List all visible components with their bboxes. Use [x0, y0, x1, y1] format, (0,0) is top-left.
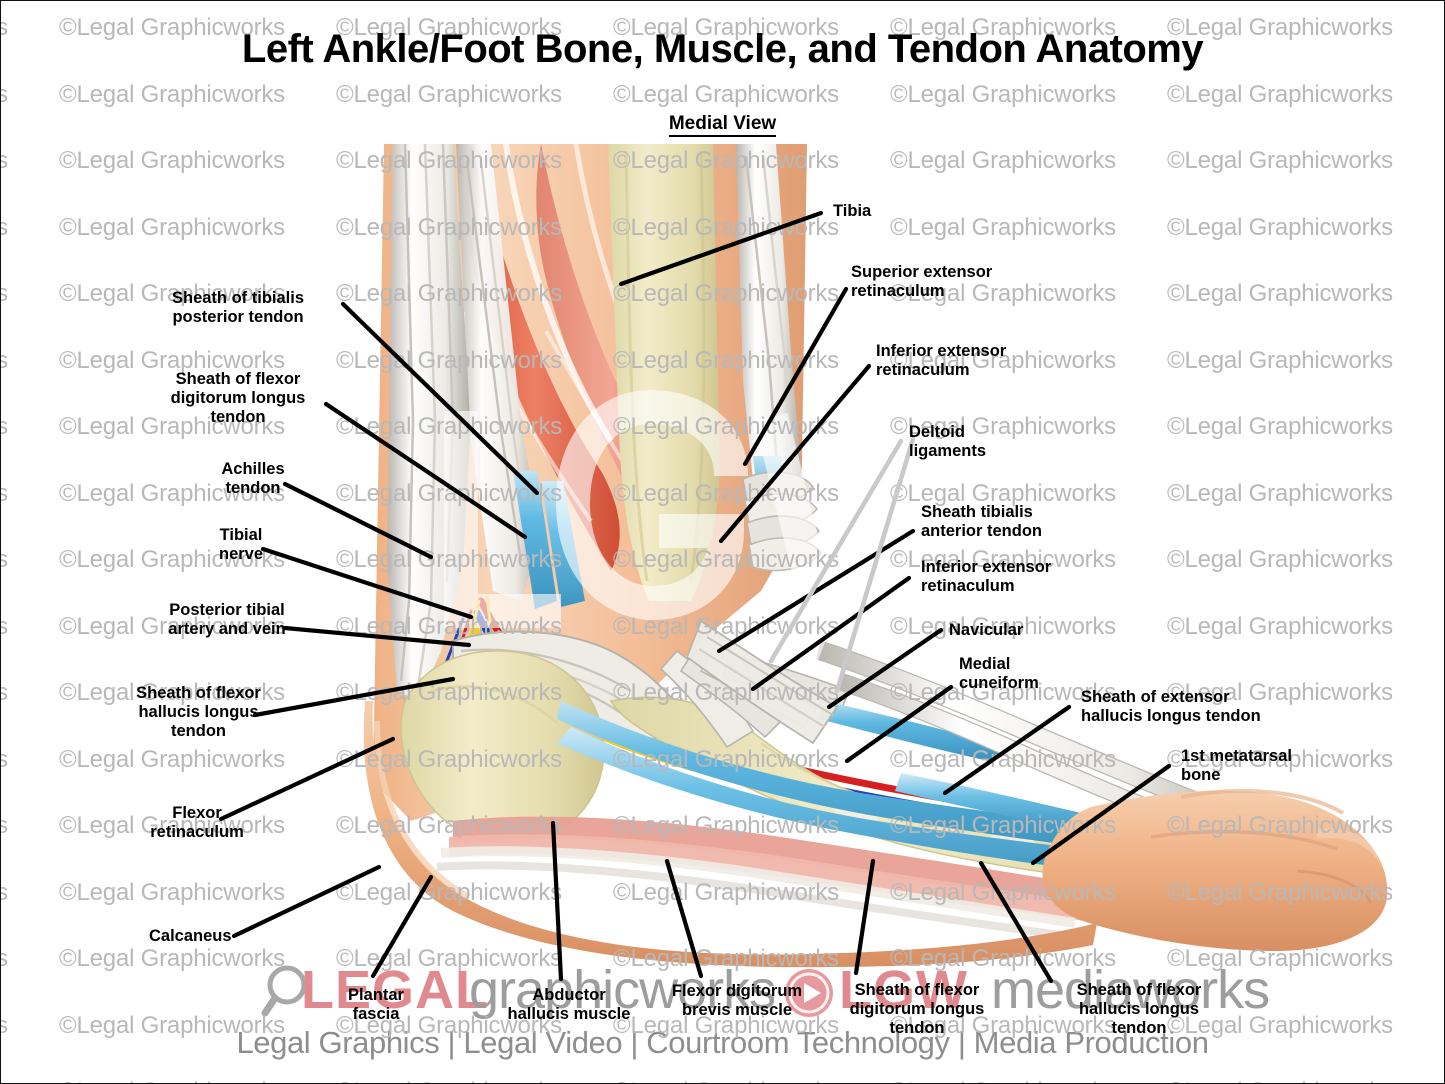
label-sheath-extensor-hallucis-longus-tendon: Sheath of extensor hallucis longus tendo…	[1081, 688, 1261, 725]
label-achilles-tendon: Achilles tendon	[221, 460, 285, 497]
play-circle-icon	[785, 969, 833, 1017]
label-sheath-tibialis-posterior-tendon: Sheath of tibialis posterior tendon	[171, 289, 305, 326]
label-tibial-nerve: Tibial nerve	[218, 526, 264, 563]
label-flexor-retinaculum: Flexor retinaculum	[150, 804, 244, 841]
label-sheath-flexor-hallucis-longus-tendon-bottom: Sheath of flexor hallucis longus tendon	[1076, 981, 1202, 1037]
label-sheath-tibialis-anterior-tendon: Sheath tibialis anterior tendon	[921, 503, 1043, 540]
brand-graphicworks-text: graphicworks	[469, 960, 776, 1020]
label-sheath-flexor-digitorum-longus-tendon-bottom: Sheath of flexor digitorum longus tendon	[849, 981, 985, 1037]
label-inferior-extensor-retinaculum-upper: Inferior extensor retinaculum	[876, 342, 1007, 379]
label-abductor-hallucis-muscle: Abductor hallucis muscle	[507, 986, 631, 1023]
footer-tagline: Legal Graphics | Legal Video | Courtroom…	[236, 1025, 1209, 1060]
label-1st-metatarsal-bone: 1st metatarsal bone	[1181, 747, 1292, 784]
label-superior-extensor-retinaculum: Superior extensor retinaculum	[851, 263, 993, 300]
label-deltoid-ligaments: Deltoid ligaments	[909, 423, 987, 460]
label-flexor-digitorum-brevis-muscle: Flexor digitorum brevis muscle	[671, 982, 803, 1019]
magnifier-icon	[261, 965, 307, 1017]
ankle-foot-anatomy-illustration	[363, 143, 1388, 968]
label-sheath-flexor-digitorum-longus-tendon: Sheath of flexor digitorum longus tendon	[170, 370, 306, 426]
label-sheath-flexor-hallucis-longus-tendon: Sheath of flexor hallucis longus tendon	[136, 684, 261, 740]
label-inferior-extensor-retinaculum-lower: Inferior extensor retinaculum	[921, 558, 1052, 595]
label-medial-cuneiform: Medial cuneiform	[959, 655, 1039, 692]
label-plantar-fascia: Plantar fascia	[348, 986, 404, 1023]
label-navicular: Navicular	[949, 621, 1024, 639]
view-subtitle-text: Medial View	[668, 113, 777, 137]
view-subtitle: Medial View	[1, 113, 1444, 137]
superior-extensor-retinaculum	[742, 471, 822, 572]
label-tibia: Tibia	[833, 202, 872, 220]
label-posterior-tibial-artery-and-vein: Posterior tibial artery and vein	[168, 601, 286, 638]
page-title: Left Ankle/Foot Bone, Muscle, and Tendon…	[241, 27, 1204, 71]
label-calcaneus: Calcaneus	[149, 927, 232, 945]
